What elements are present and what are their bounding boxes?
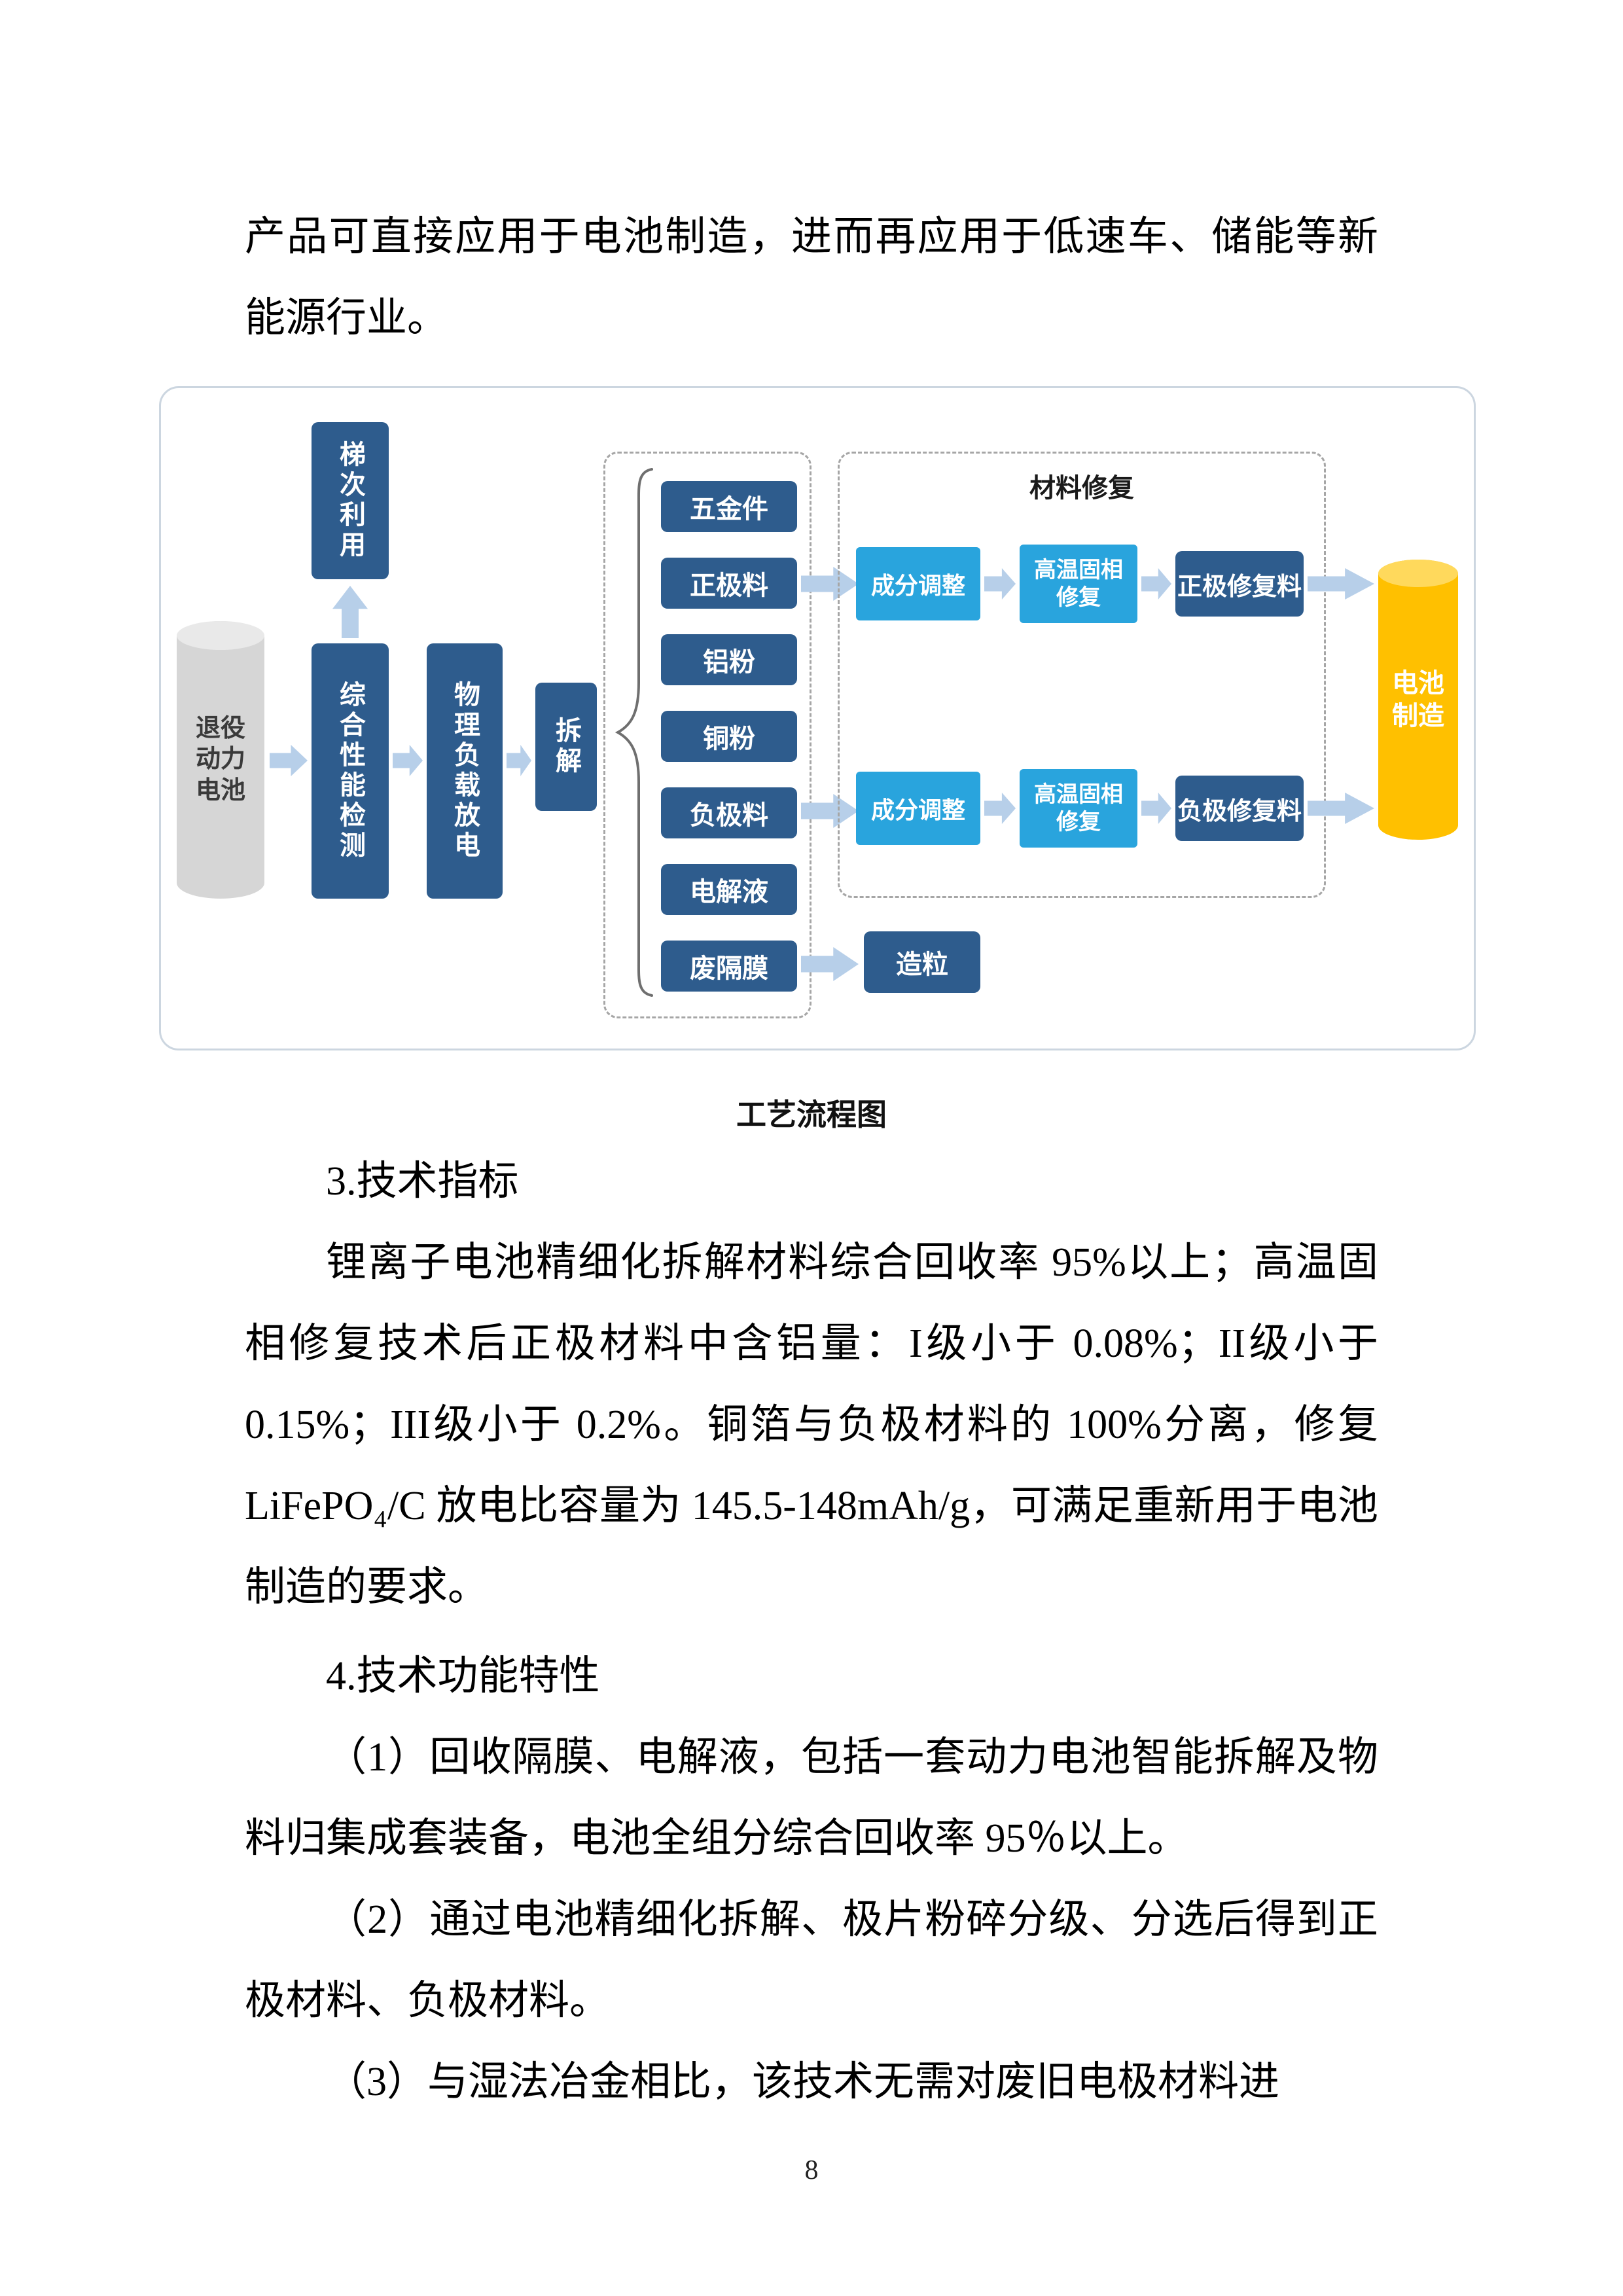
section-4-heading: 4.技术功能特性 <box>326 1654 600 1698</box>
section-3-paragraph: 锂离子电池精细化拆解材料综合回收率 95%以上；高温固相修复技术后正极材料中含铝… <box>245 1240 1378 1609</box>
flow-node-disassemble: 拆解 <box>535 683 597 811</box>
flow-node-solid-phase-repair: 高温固相 修复 <box>1020 769 1137 848</box>
flow-node-composition-adjust: 成分调整 <box>856 772 980 845</box>
flow-node-anode-repaired: 负极修复料 <box>1175 776 1304 841</box>
flow-node-solid-phase-repair: 高温固相 修复 <box>1020 545 1137 623</box>
section-4-paragraph-2: （2）通过电池精细化拆解、极片粉碎分级、分选后得到正极材料、负极材料。 <box>245 1897 1378 2023</box>
flow-node-component: 废隔膜 <box>661 941 797 992</box>
section-4-paragraph-3: （3）与湿法冶金相比，该技术无需对废旧电极材料进 <box>326 2060 1280 2104</box>
battery-manufacturing-cylinder: 电池 制造 <box>1378 560 1458 840</box>
flow-node-component: 铝粉 <box>661 634 797 685</box>
flow-node-component: 铜粉 <box>661 711 797 762</box>
flow-node-cascade-use: 梯次利用 <box>312 422 389 579</box>
retired-battery-label: 退役 动力 电池 <box>195 714 245 804</box>
material-repair-frame: 材料修复 <box>838 452 1326 898</box>
process-flow-diagram: 退役 动力 电池 梯次利用 综合性能检测 物理负载放电 拆解 五金件 正极料 铝… <box>159 386 1476 1050</box>
flow-arrow-right-icon <box>270 745 308 776</box>
retired-battery-cylinder: 退役 动力 电池 <box>177 621 264 899</box>
document-content: 产品可直接应用于电池制造，进而再应用于低速车、储能等新能源行业。 退役 动力 电… <box>159 215 1476 2104</box>
flow-node-physical-discharge: 物理负载放电 <box>427 643 503 899</box>
diagram-caption: 工艺流程图 <box>736 1098 887 1132</box>
flow-node-component: 负极料 <box>661 787 797 838</box>
brace-icon <box>615 468 653 997</box>
components-group-frame <box>603 452 812 1018</box>
flow-arrow-right-icon <box>507 745 531 776</box>
section-4-paragraph-1: （1）回收隔膜、电解液，包括一套动力电池智能拆解及物料归集成套装备，电池全组分综… <box>245 1735 1378 1861</box>
flow-arrow-right-icon <box>393 745 423 776</box>
page-number: 8 <box>804 2155 819 2185</box>
flow-node-performance-test: 综合性能检测 <box>312 643 389 899</box>
flow-node-component: 电解液 <box>661 864 797 915</box>
flow-node-cathode-repaired: 正极修复料 <box>1175 551 1304 617</box>
flow-node-component: 五金件 <box>661 481 797 532</box>
section-3-heading: 3.技术指标 <box>326 1159 519 1204</box>
flow-node-granulate: 造粒 <box>864 931 980 993</box>
flow-node-composition-adjust: 成分调整 <box>856 547 980 620</box>
intro-paragraph: 产品可直接应用于电池制造，进而再应用于低速车、储能等新能源行业。 <box>245 215 1378 340</box>
flow-node-component: 正极料 <box>661 558 797 609</box>
material-repair-title: 材料修复 <box>1029 474 1134 503</box>
battery-manufacturing-label: 电池 制造 <box>1392 669 1444 730</box>
flow-arrow-up-icon <box>332 586 368 638</box>
